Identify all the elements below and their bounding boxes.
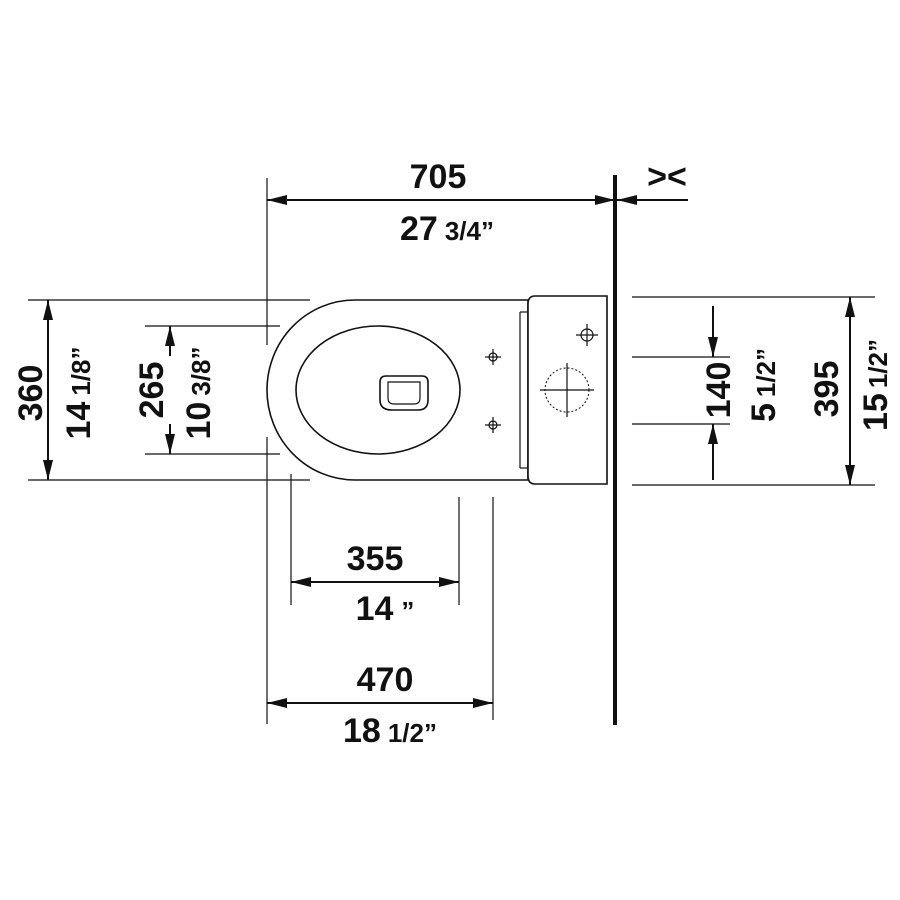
fixing-hole-bottom	[485, 417, 501, 433]
dim-tank-width-imperial: 151/2”	[857, 339, 895, 431]
dim-tank-width-metric: 395	[808, 361, 846, 418]
dim-fixing-spacing: 140 51/2”	[700, 348, 783, 422]
dim-inner-width-metric: 265	[133, 362, 171, 419]
dim-fixing-spacing-imperial: 51/2”	[745, 348, 783, 422]
dim-bowl-length: 355 14”	[347, 540, 415, 628]
fixing-hole-top	[485, 349, 501, 365]
seat-inner-outline	[295, 325, 461, 455]
toilet-body	[266, 295, 608, 485]
dim-overall-width: 360 141/8”	[12, 347, 98, 440]
dim-overall-width-metric: 360	[12, 365, 50, 422]
dim-overall-width-imperial: 141/8”	[60, 347, 98, 440]
dim-bowl-length-metric: 355	[347, 540, 404, 578]
wall-gap-symbol: ><	[647, 158, 687, 196]
dim-inner-width: 265 103/8”	[133, 347, 218, 440]
dim-inner-width-imperial: 103/8”	[180, 347, 218, 440]
dim-bowl-length-imperial: 14”	[356, 590, 415, 628]
dim-fixing-spacing-metric: 140	[700, 362, 738, 419]
dim-seat-length-metric: 470	[357, 661, 414, 699]
extension-lines	[28, 178, 875, 724]
dim-tank-width: 395 151/2”	[808, 339, 895, 431]
dim-overall-length-metric: 705	[410, 158, 467, 196]
drain-outlet	[379, 375, 429, 411]
dim-lines	[43, 195, 855, 708]
